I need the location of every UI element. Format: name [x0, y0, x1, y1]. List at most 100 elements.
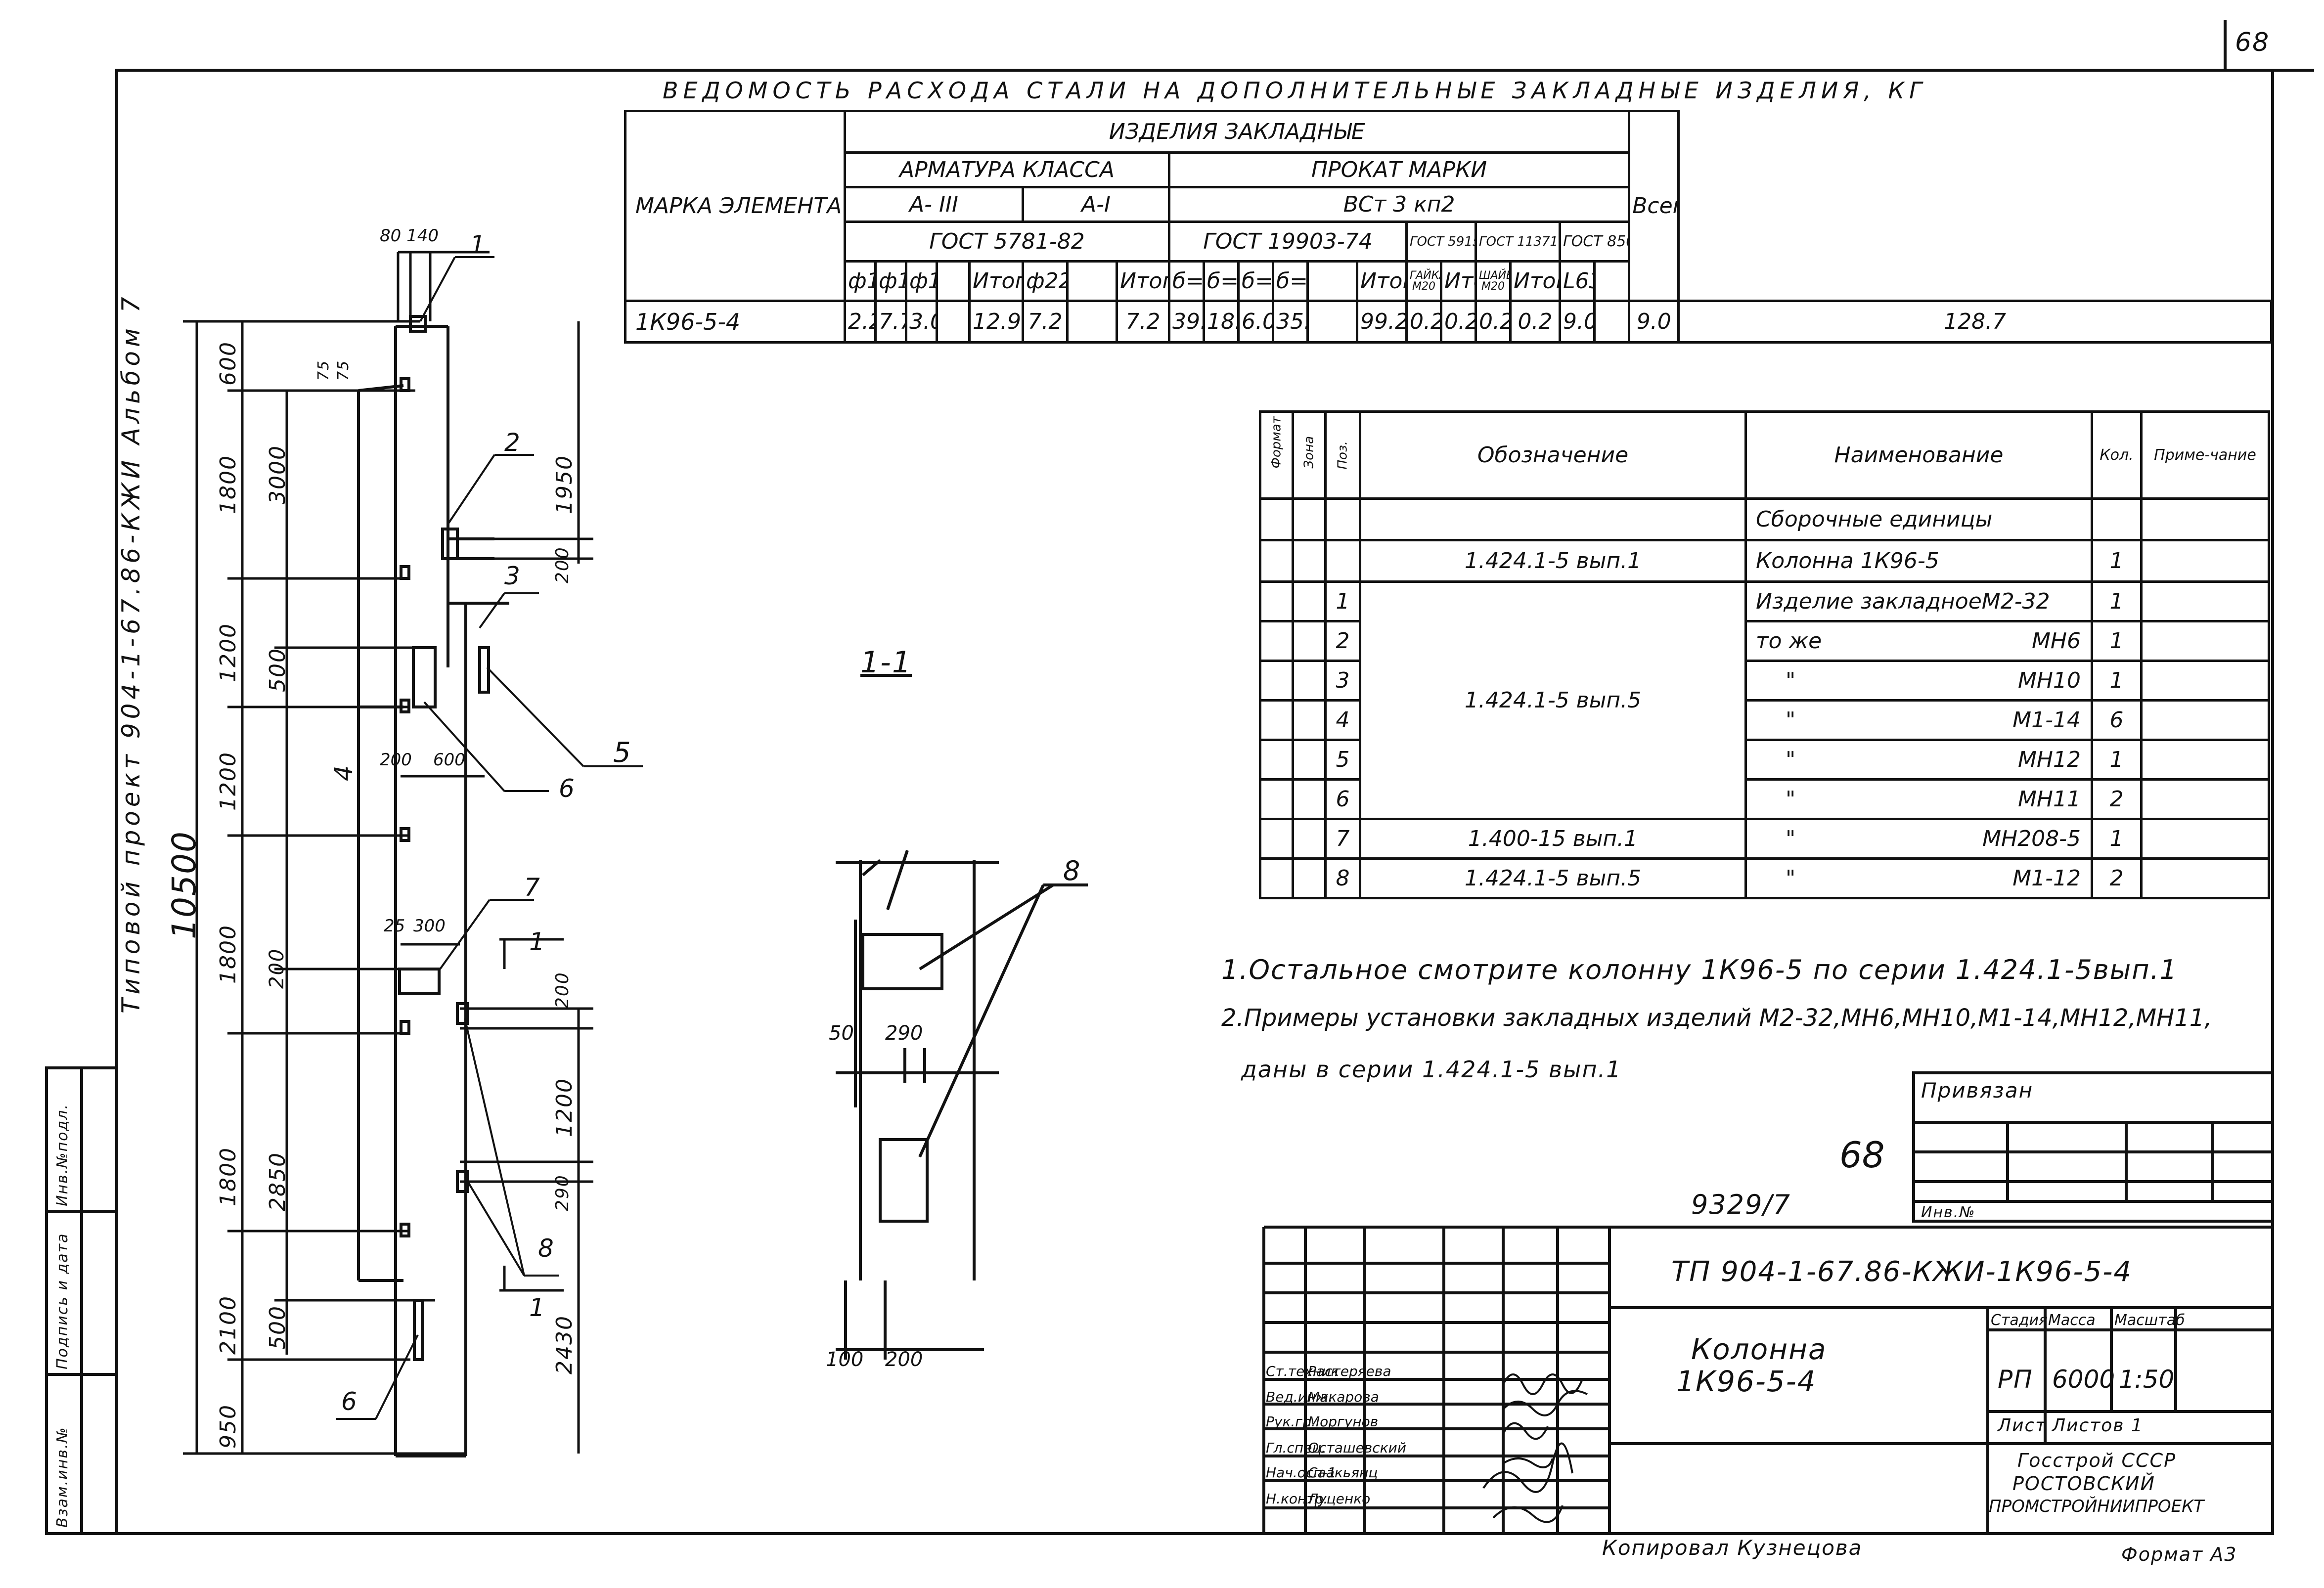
org-line3: ПРОМСТРОЙНИИПРОЕКТ — [1989, 1497, 2204, 1516]
spec-pos: 7 — [1324, 818, 1361, 860]
spec-header-qty: Кол. — [2091, 410, 2143, 500]
person-name: Растеряева — [1308, 1363, 1391, 1379]
sheet-number-big: 68 — [1839, 1134, 1885, 1176]
role: Н.контр. — [1266, 1491, 1328, 1507]
col-header — [1066, 260, 1118, 302]
total-header: Всего — [1628, 110, 1680, 302]
doc-code: ТП 904-1-67.86-КЖИ-1К96-5-4 — [1671, 1256, 2133, 1288]
mid-dim: 300 — [413, 916, 446, 936]
callout-7: 7 — [524, 873, 541, 902]
person-name: Луценко — [1308, 1491, 1371, 1507]
spec-header-zone: Зона — [1301, 436, 1317, 468]
table-row: 1.424.1-5 вып.1 Колонна 1К96-5 1 — [1259, 539, 2270, 583]
spec-header-name: Наименование — [1744, 410, 2093, 500]
format-label: Формат А3 — [2121, 1544, 2237, 1565]
spec-designation: 1.424.1-5 вып.5 — [1359, 857, 1747, 899]
dim-right: 200 — [552, 971, 573, 1009]
scale-label: Масштаб — [2114, 1312, 2185, 1329]
spec-pos: 3 — [1324, 660, 1361, 702]
dim-right: 1200 — [552, 1078, 577, 1137]
dim-mid: 500 — [265, 1305, 290, 1350]
class-a1: А-I — [1022, 186, 1170, 223]
scale-value: 1:50 — [2119, 1365, 2175, 1394]
spec-pos: 1 — [1324, 580, 1361, 622]
spec-mark: М1-12 — [2012, 866, 2081, 891]
spec-mark: МН12 — [2017, 747, 2081, 772]
side-margin-title: Типовой проект 904-1-67.86-КЖИ Альбом 7 — [117, 293, 145, 1014]
dimension-lines — [183, 251, 593, 1455]
spec-qty: 1 — [2091, 739, 2143, 781]
spec-designation: 1.400-15 вып.1 — [1359, 818, 1747, 860]
spec-designation: 1.424.1-5 вып.5 — [1359, 580, 1747, 820]
callout-1: 1 — [470, 230, 487, 259]
steel-table-title: ВЕДОМОСТЬ РАСХОДА СТАЛИ НА ДОПОЛНИТЕЛЬНЫ… — [663, 77, 1927, 104]
dim-mid: 3000 — [265, 445, 290, 504]
dim-left: 1800 — [216, 1147, 241, 1206]
col-header: Итого — [1116, 260, 1170, 302]
gost-angle: ГОСТ 8509-72* — [1558, 221, 1631, 263]
spec-mark: МН6 — [2031, 628, 2081, 654]
col-header: ГАЙКА М20 — [1405, 260, 1442, 302]
col-header: Итого — [1509, 260, 1561, 302]
mark-header: МАРКА ЭЛЕМЕНТА — [624, 110, 846, 302]
spec-designation: 1.424.1-5 вып.1 — [1359, 539, 1747, 583]
spec-table: Формат Зона Поз. Обозначение Наименовани… — [1259, 410, 2270, 899]
gost-washer: ГОСТ 11371-78 — [1475, 221, 1561, 263]
dim-mid: 200 — [266, 948, 288, 989]
bottom-dim: 200 — [380, 750, 412, 770]
dim-mid: 2850 — [265, 1152, 290, 1211]
cell: 39.0 — [1168, 300, 1205, 344]
dim-left: 2100 — [216, 1295, 241, 1355]
cell: 12.9 — [968, 300, 1024, 344]
rebar-header: АРМАТУРА КЛАССА — [844, 151, 1170, 188]
dim-right: 290 — [552, 1174, 573, 1211]
page-number: 68 — [2235, 28, 2270, 57]
rolled-header: ПРОКАТ МАРКИ — [1167, 151, 1631, 188]
gost-plate: ГОСТ 19903-74 — [1168, 221, 1408, 263]
spec-mark: МН10 — [2017, 668, 2081, 693]
col-header: Итого — [1440, 260, 1477, 302]
spec-mark: М2-32 — [1981, 589, 2050, 614]
table-row: 8 1.424.1-5 вып.5 "М1-12 2 — [1259, 857, 2270, 899]
spec-mark: МН11 — [2017, 787, 2081, 812]
sheet-label: Лист — [1998, 1415, 2047, 1436]
callout-leaders — [336, 256, 643, 1420]
spec-name: " — [1786, 866, 1796, 891]
spec-qty: 1 — [2091, 539, 2143, 583]
table-row: 1К96-5-4 2.2 7.7 3.0 12.9 7.2 7.2 39.0 1… — [624, 300, 2273, 344]
stamp-cell-replaced: Взам.инв.№ — [54, 1426, 71, 1528]
cell: 9.0 — [1628, 300, 1680, 344]
spec-qty: 1 — [2091, 580, 2143, 622]
cell — [1066, 300, 1118, 344]
spec-pos: 8 — [1324, 857, 1361, 899]
section-1-1-drawing — [836, 850, 1088, 1360]
mass-value: 6000 — [2052, 1365, 2115, 1394]
section-dim: 290 — [885, 1022, 923, 1045]
callout-8: 8 — [538, 1234, 555, 1263]
person-name: Макарова — [1308, 1389, 1379, 1405]
spec-header-designation: Обозначение — [1359, 410, 1747, 500]
sheets-label: Листов 1 — [2052, 1415, 2144, 1436]
spec-mark: М1-14 — [2012, 707, 2081, 733]
steel-table: МАРКА ЭЛЕМЕНТА ИЗДЕЛИЯ ЗАКЛАДНЫЕ Всего А… — [624, 110, 2273, 344]
column-elevation — [357, 315, 509, 1457]
row-mark: 1К96-5-4 — [624, 300, 846, 344]
callout-4: 4 — [329, 764, 358, 781]
dim-left: 1200 — [216, 751, 241, 811]
cell — [1306, 300, 1358, 344]
spec-header-note: Приме-чание — [2140, 410, 2270, 500]
spec-pos: 2 — [1324, 620, 1361, 662]
small-dim: 75 — [315, 359, 332, 381]
item-name-line1: Колонна — [1691, 1332, 1827, 1366]
org-line2: РОСТОВСКИЙ — [2012, 1473, 2155, 1495]
role: Ст.техник — [1266, 1363, 1340, 1379]
col-header: L63х5 — [1559, 260, 1596, 302]
col-header: ф10 — [844, 260, 877, 302]
spec-pos: 6 — [1324, 778, 1361, 820]
small-dim: 75 — [335, 359, 352, 381]
dim-mid: 500 — [265, 648, 290, 692]
stamp-cell-inventory: Инв.№подл. — [54, 1103, 71, 1206]
stage-label: Стадия — [1991, 1312, 2048, 1329]
spec-name: " — [1786, 826, 1796, 851]
dim-right: 2430 — [552, 1315, 577, 1374]
